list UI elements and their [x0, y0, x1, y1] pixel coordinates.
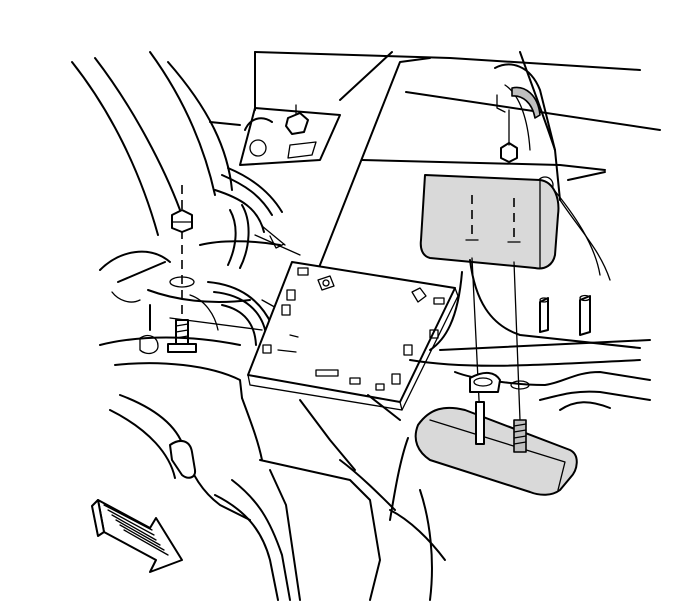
lower-sill	[109, 394, 446, 601]
front-arrow-icon	[91, 499, 183, 573]
right-pillar	[494, 51, 611, 281]
upper-bracket	[239, 104, 341, 166]
right-floor-detail	[409, 259, 651, 367]
right-upper-nut	[500, 142, 518, 163]
step-trim	[389, 401, 578, 521]
module-plate	[247, 261, 459, 411]
step-stud-left	[475, 401, 485, 445]
left-nut	[171, 209, 193, 233]
right-rail	[454, 371, 651, 411]
left-stud-assembly	[99, 185, 251, 399]
right-post-2	[579, 295, 591, 336]
left-pillar	[71, 51, 241, 303]
right-post-1	[539, 297, 549, 333]
